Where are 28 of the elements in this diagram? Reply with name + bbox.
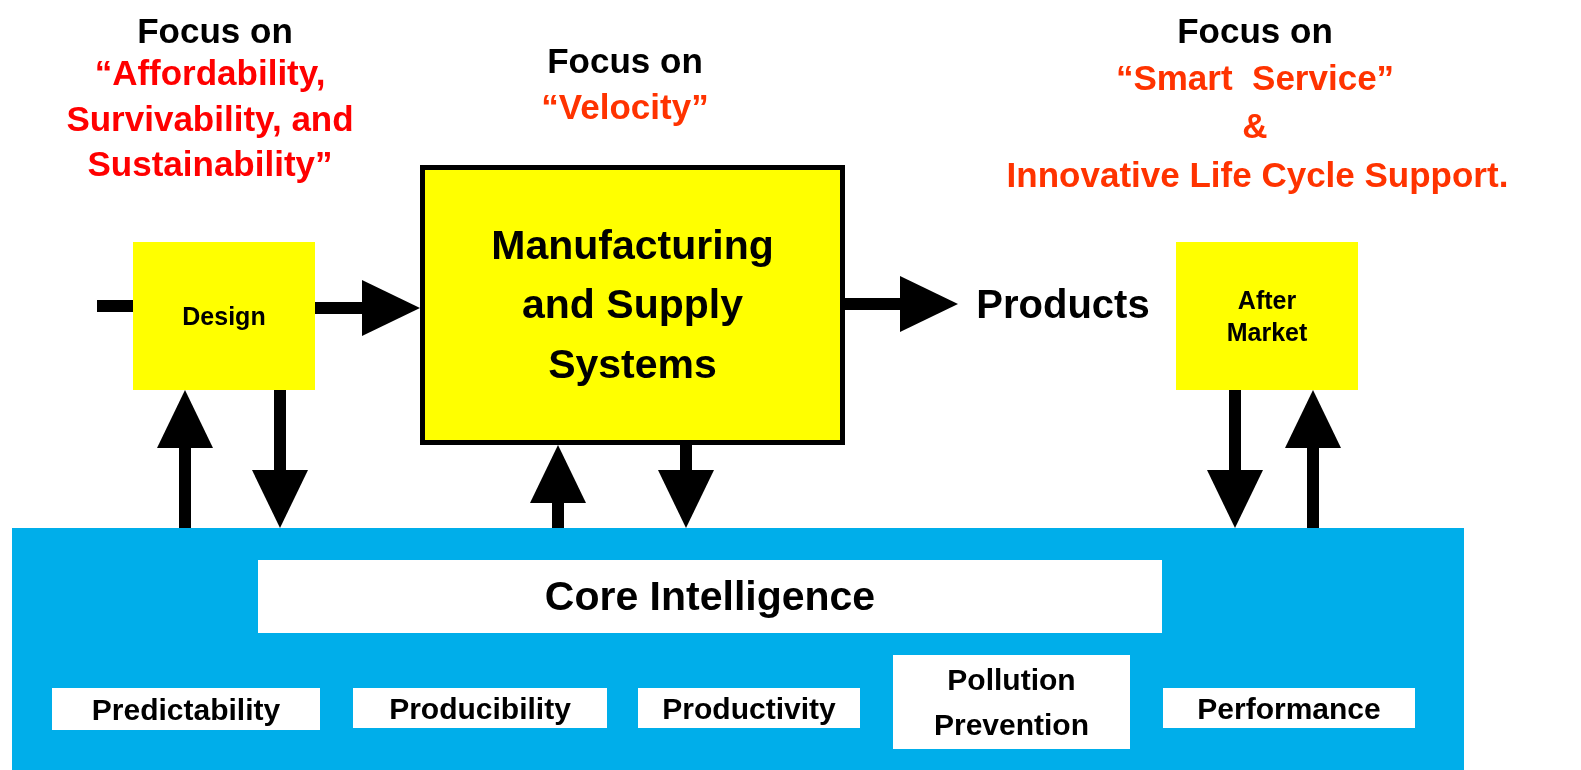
- attribute-box: Producibility: [353, 688, 607, 728]
- arrow: [845, 276, 958, 332]
- focus-text: “Smart Service”: [1114, 57, 1396, 99]
- process-box: After Market: [1176, 242, 1358, 390]
- attribute-box: Productivity: [638, 688, 860, 728]
- arrow: [315, 280, 420, 336]
- arrow: [658, 445, 714, 528]
- output-text: Products: [958, 276, 1168, 332]
- core-band: [12, 528, 1464, 770]
- arrow: [157, 390, 213, 528]
- focus-text: Innovative Life Cycle Support.: [1005, 154, 1510, 196]
- arrow: [1285, 390, 1341, 528]
- arrow: [252, 390, 308, 528]
- arrow: [530, 445, 586, 528]
- focus-text: &: [1241, 105, 1269, 147]
- connector-line: [97, 300, 133, 312]
- heading: Focus on: [546, 40, 704, 82]
- arrow: [1207, 390, 1263, 528]
- title-box: Core Intelligence: [258, 560, 1162, 633]
- attribute-box: Performance: [1163, 688, 1415, 728]
- heading: Focus on: [136, 10, 294, 52]
- attribute-box: Predictability: [52, 688, 320, 730]
- attribute-box: Pollution Prevention: [893, 655, 1130, 749]
- process-box: Manufacturing and Supply Systems: [420, 165, 845, 445]
- focus-text: “Affordability, Survivability, and Sustainability”: [65, 52, 355, 185]
- focus-text: “Velocity”: [540, 86, 710, 128]
- process-box: Design: [133, 242, 315, 390]
- heading: Focus on: [1176, 10, 1334, 52]
